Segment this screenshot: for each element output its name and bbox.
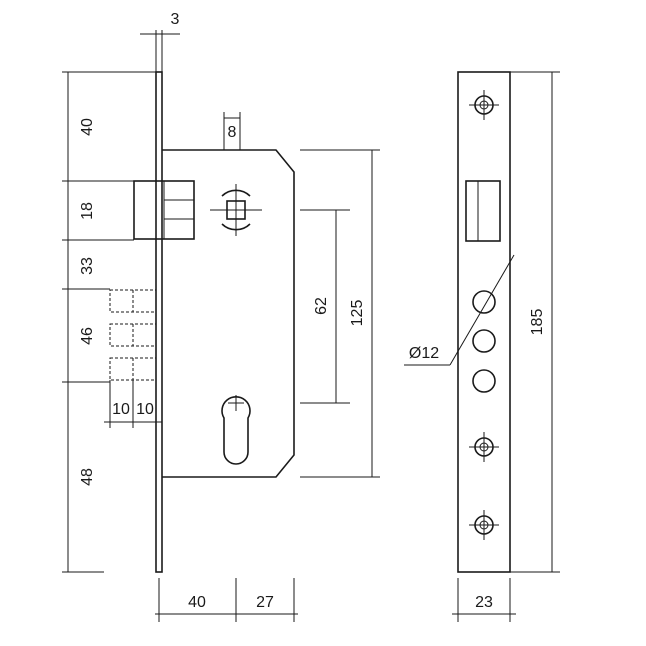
plate-thickness-dimension: 3 [140, 11, 180, 72]
dim-case-depth: 27 [256, 594, 274, 611]
faceplate-edge [155, 71, 163, 573]
dim-latch-block: 46 [79, 327, 96, 345]
latch-width-dimension: 10 10 [104, 380, 162, 428]
vertical-dimension-chain: 40 18 33 46 48 [62, 71, 156, 573]
dim-latch-w2: 10 [136, 401, 154, 418]
dim-faceplate-length: 185 [529, 309, 546, 336]
cylinder-keyhole-icon [221, 395, 251, 465]
dim-center-distance: 62 [313, 297, 330, 315]
screw-hole-bottom-icon [469, 510, 499, 540]
dim-hole-diameter: Ø12 [409, 345, 439, 362]
dim-faceplate-width: 23 [475, 594, 493, 611]
screw-hole-middle-icon [469, 432, 499, 462]
latch-bolts [109, 289, 157, 381]
bolt-width-dimension: 8 [223, 112, 241, 150]
dim-bolt-width: 8 [228, 124, 237, 141]
dim-bolt-height: 18 [79, 202, 96, 220]
dead-bolt [133, 180, 195, 240]
bottom-dimension-chain: 40 27 [155, 578, 298, 622]
faceplate-length-dimension: 185 [510, 71, 560, 573]
screw-hole-top-icon [469, 90, 499, 120]
faceplate-width-dimension: 23 [452, 578, 516, 622]
follower-cross-icon [210, 184, 262, 236]
center-distance-dimension: 62 [300, 209, 350, 404]
latch-holes [472, 290, 496, 393]
dim-gap-mid: 33 [79, 257, 96, 275]
dim-top-offset: 40 [79, 118, 96, 136]
faceplate-outline [457, 71, 511, 573]
lock-body-side-view [109, 71, 295, 573]
bolt-opening [465, 180, 501, 242]
hole-diameter-leader: Ø12 [404, 254, 515, 366]
case-height-dimension: 125 [300, 149, 380, 478]
dim-backset: 40 [188, 594, 206, 611]
dim-latch-w1: 10 [112, 401, 130, 418]
dim-case-height: 125 [349, 300, 366, 327]
faceplate-front-view [457, 71, 511, 573]
lock-case-outline [162, 149, 295, 478]
dim-bottom-offset: 48 [79, 468, 96, 486]
dim-plate-thickness: 3 [171, 11, 180, 28]
